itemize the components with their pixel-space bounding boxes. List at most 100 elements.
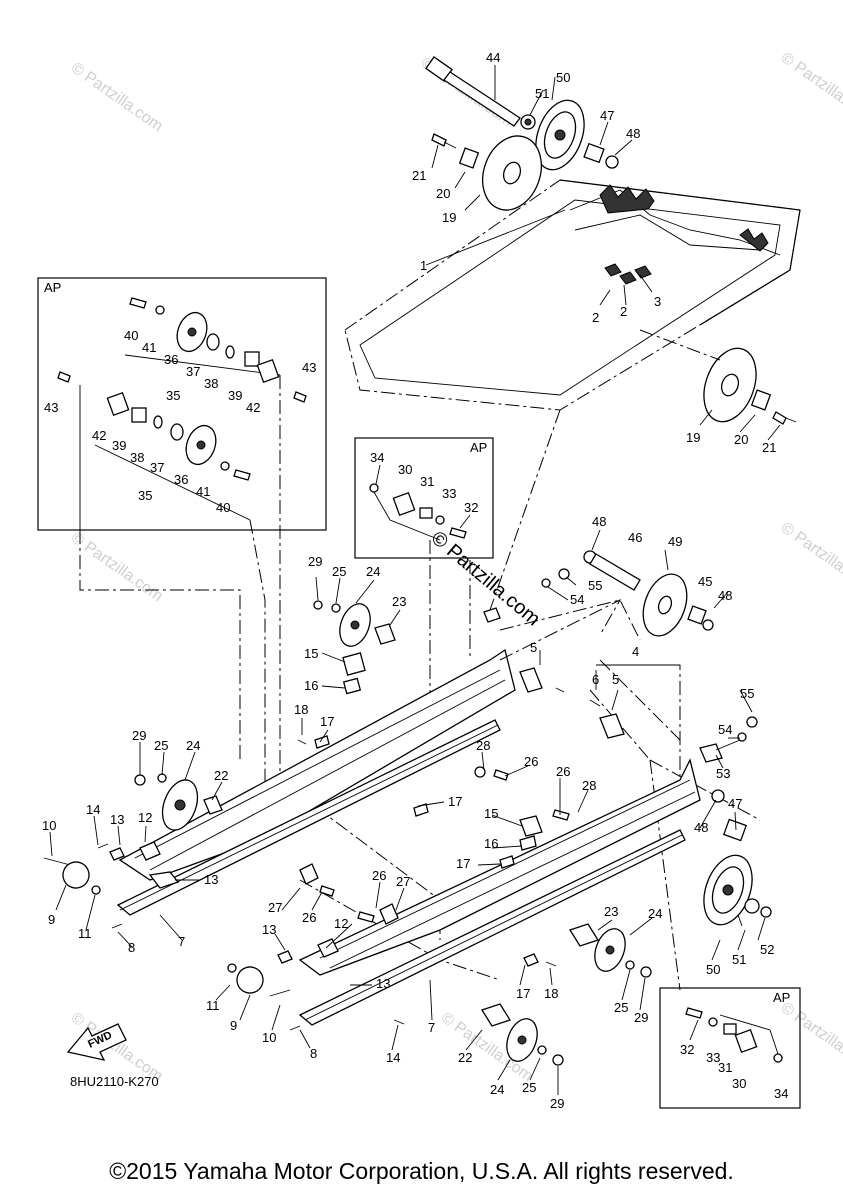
callout: 10 bbox=[262, 1030, 276, 1045]
ap-box-right: AP bbox=[659, 987, 801, 1109]
callout: 30 bbox=[398, 462, 412, 477]
callout: 46 bbox=[628, 530, 642, 545]
callout: 15 bbox=[304, 646, 318, 661]
callout: 17 bbox=[320, 714, 334, 729]
ap-label: AP bbox=[773, 990, 790, 1005]
callout: 9 bbox=[48, 912, 55, 927]
callout: 8 bbox=[310, 1046, 317, 1061]
callout: 28 bbox=[582, 778, 596, 793]
callout: 33 bbox=[442, 486, 456, 501]
callout: 40 bbox=[216, 500, 230, 515]
callout: 14 bbox=[86, 802, 100, 817]
watermark-text: © Partzilla.com bbox=[778, 49, 843, 125]
watermark-text: © Partzilla.com bbox=[68, 59, 166, 135]
callout: 3 bbox=[654, 294, 661, 309]
callout: 16 bbox=[304, 678, 318, 693]
callout: 17 bbox=[448, 794, 462, 809]
callout: 48 bbox=[718, 588, 732, 603]
callout: 49 bbox=[668, 534, 682, 549]
callout: 20 bbox=[436, 186, 450, 201]
callout: 25 bbox=[522, 1080, 536, 1095]
ap-box-center: AP bbox=[354, 437, 494, 559]
callout: 37 bbox=[150, 460, 164, 475]
callout: 39 bbox=[228, 388, 242, 403]
callout: 31 bbox=[420, 474, 434, 489]
slide-rail-left bbox=[43, 648, 516, 929]
callout: 25 bbox=[332, 564, 346, 579]
callout: 5 bbox=[612, 672, 619, 687]
callout: 50 bbox=[556, 70, 570, 85]
ap-label: AP bbox=[470, 440, 487, 455]
callout: 40 bbox=[124, 328, 138, 343]
callout: 47 bbox=[600, 108, 614, 123]
callout: 24 bbox=[186, 738, 200, 753]
callout: 15 bbox=[484, 806, 498, 821]
callout: 34 bbox=[370, 450, 384, 465]
callout: 19 bbox=[686, 430, 700, 445]
callout: 12 bbox=[138, 810, 152, 825]
callout: 38 bbox=[130, 450, 144, 465]
slide-rail-upper-parts bbox=[297, 600, 396, 749]
callout: 54 bbox=[570, 592, 584, 607]
callout: 38 bbox=[204, 376, 218, 391]
callout: 16 bbox=[484, 836, 498, 851]
ap-label: AP bbox=[44, 280, 61, 295]
callout: 4 bbox=[632, 644, 639, 659]
callout: 55 bbox=[588, 578, 602, 593]
callout: 13 bbox=[376, 976, 390, 991]
lower-right-parts bbox=[393, 789, 772, 1066]
callout: 2 bbox=[592, 310, 599, 325]
callout: 12 bbox=[334, 916, 348, 931]
callout: 19 bbox=[442, 210, 456, 225]
slide-rail-right bbox=[227, 758, 701, 1031]
callout: 23 bbox=[604, 904, 618, 919]
callout: 11 bbox=[78, 926, 92, 941]
callout: 9 bbox=[230, 1018, 237, 1033]
callout: 13 bbox=[204, 872, 218, 887]
callout: 6 bbox=[592, 672, 599, 687]
callout: 24 bbox=[366, 564, 380, 579]
callout: 47 bbox=[728, 796, 742, 811]
callout: 18 bbox=[544, 986, 558, 1001]
callout: 41 bbox=[196, 484, 210, 499]
watermark-text: © Partzilla.com bbox=[778, 519, 843, 595]
callout: 33 bbox=[706, 1050, 720, 1065]
callout: 21 bbox=[762, 440, 776, 455]
callout: 28 bbox=[476, 738, 490, 753]
callout: 27 bbox=[268, 900, 282, 915]
callout: 22 bbox=[214, 768, 228, 783]
callout: 43 bbox=[302, 360, 316, 375]
callout: 31 bbox=[718, 1060, 732, 1075]
callout: 32 bbox=[464, 500, 478, 515]
watermark-text: © Partzilla.com bbox=[778, 999, 843, 1075]
callout: 1 bbox=[420, 258, 427, 273]
callout: 48 bbox=[592, 514, 606, 529]
callout: 21 bbox=[412, 168, 426, 183]
callout: 42 bbox=[92, 428, 106, 443]
callout: 50 bbox=[706, 962, 720, 977]
callout: 29 bbox=[550, 1096, 564, 1111]
callout: 10 bbox=[42, 818, 56, 833]
callout: 23 bbox=[392, 594, 406, 609]
callout: 29 bbox=[308, 554, 322, 569]
callout: 48 bbox=[626, 126, 640, 141]
track-belt bbox=[344, 179, 801, 411]
callout: 14 bbox=[386, 1050, 400, 1065]
callout: 17 bbox=[516, 986, 530, 1001]
callout: 25 bbox=[614, 1000, 628, 1015]
callout: 35 bbox=[166, 388, 180, 403]
callout: 2 bbox=[620, 304, 627, 319]
callout: 37 bbox=[186, 364, 200, 379]
diagram-code: 8HU2110-K270 bbox=[70, 1074, 159, 1089]
rear-idler-right bbox=[703, 347, 797, 425]
callout: 17 bbox=[456, 856, 470, 871]
callout: 36 bbox=[174, 472, 188, 487]
callout: 11 bbox=[206, 998, 220, 1013]
front-axle-parts bbox=[483, 550, 758, 780]
callout: 27 bbox=[396, 874, 410, 889]
callout: 7 bbox=[428, 1020, 435, 1035]
callout: 52 bbox=[760, 942, 774, 957]
callout: 25 bbox=[154, 738, 168, 753]
callout: 51 bbox=[535, 86, 549, 101]
